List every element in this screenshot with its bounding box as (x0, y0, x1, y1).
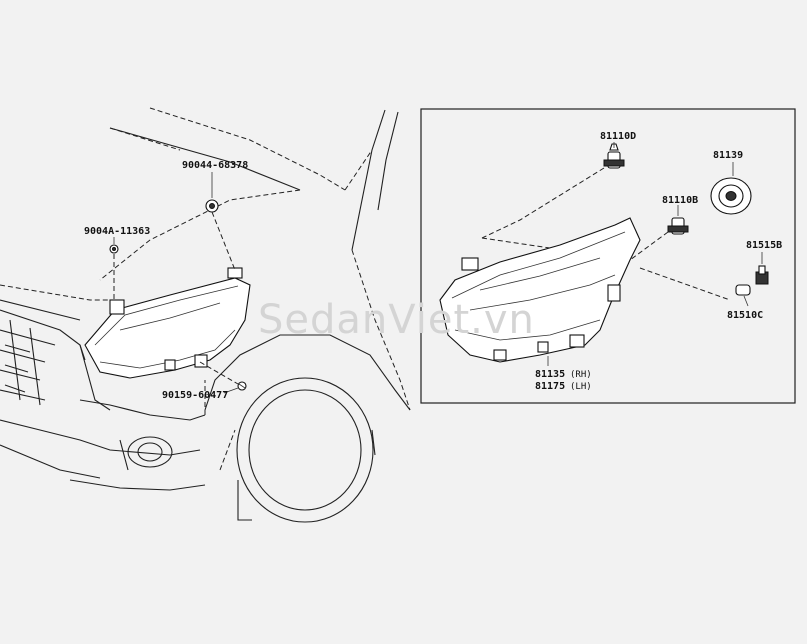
label-81135: 81135 (535, 369, 565, 380)
label-81139: 81139 (713, 150, 743, 161)
label-90159-60477: 90159-60477 (162, 390, 228, 401)
clip-90044-icon (205, 199, 219, 213)
detail-box (420, 108, 796, 404)
bulb-81110d-icon (603, 143, 625, 169)
cap-81139-icon (710, 177, 752, 215)
label-81110d: 81110D (600, 131, 636, 142)
label-81515b: 81515B (746, 240, 782, 251)
screw-90159-icon (237, 381, 247, 391)
label-9004a-11363: 9004A-11363 (84, 226, 150, 237)
label-81175: 81175 (535, 381, 565, 392)
label-81510c: 81510C (727, 310, 763, 321)
bulb-81110b-icon (667, 217, 689, 235)
car-body-outline (0, 107, 411, 523)
label-81175-side: (LH) (570, 382, 592, 392)
label-90044-68378: 90044-68378 (182, 160, 248, 171)
clip-9004a-icon (109, 244, 119, 254)
watermark-text: SedanViet.vn (258, 297, 535, 343)
car-headlamp (84, 267, 251, 379)
label-81135-side: (RH) (570, 370, 592, 380)
label-81110b: 81110B (662, 195, 698, 206)
socket-81515b-icon (755, 265, 769, 285)
headlamp-assembly-icon (439, 217, 641, 363)
bulb-81510c-icon (735, 284, 751, 296)
